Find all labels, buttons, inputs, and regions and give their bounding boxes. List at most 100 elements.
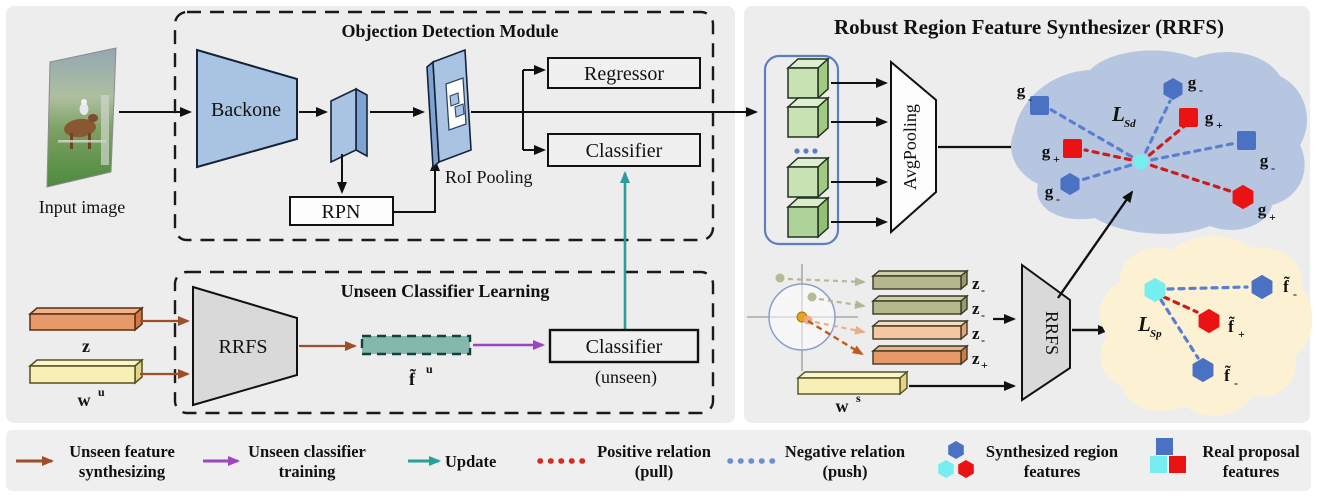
feature-map-slab [330,87,368,164]
g-label: g [1042,142,1051,161]
legend-item-label: (push) [823,462,868,481]
unseen-learning-box [173,270,715,415]
g-sub: - [1028,92,1032,106]
noise-sphere [747,264,858,371]
g-sub: + [1269,210,1276,224]
f-sub: - [1293,287,1297,301]
backbone-trapezoid [196,48,298,169]
unseen-classifier-box [548,328,700,364]
rpn-box [289,196,394,226]
f-label: f̃ [1228,316,1235,336]
unseen-note: (unseen) [595,367,657,388]
input-image-photo [46,47,117,188]
roi-pooling-label: RoI Pooling [445,167,533,187]
g-label: g [1045,182,1054,201]
legend-item-label: Update [445,452,496,471]
zbar-label: z [972,324,980,343]
z-label: z [82,336,90,356]
fu-sup: u [426,362,433,376]
input-image-label: Input image [39,197,125,217]
legend-item-label: Synthesized region [986,442,1118,461]
sp-relation-lines [1159,285,1249,360]
real-positive-square [1063,139,1082,158]
synthesizer-title: Robust Region Feature Synthesizer (RRFS) [834,15,1224,39]
region-features-container [763,54,840,246]
legend-item-label: Negative relation [785,442,905,461]
regressor-box [547,57,701,89]
loss-sd-sub: Sd [1124,118,1136,130]
regressor-label: Regressor [584,63,664,85]
zbar-label: z [972,299,980,318]
g-label: g [1258,200,1267,219]
zbar-label: z [972,349,980,368]
legend-item-label: features [1223,462,1280,481]
legend-real-squares [1150,438,1186,473]
zbar-label: z [972,274,980,293]
classifier-label: Classifier [586,140,663,162]
f-label: f̃ [1283,276,1290,296]
ws-label: w [836,396,849,416]
g-sub: + [1216,118,1223,132]
loss-sd-label: L [1111,102,1125,126]
legend-item-label: synthesizing [79,462,166,481]
zbar-sub: + [981,358,988,372]
fu-label: f̃ [409,368,416,389]
unseen-classifier-label: Classifier [586,336,663,358]
sp-point-labels: f̃- f̃+ f̃- [1224,276,1297,390]
sd-anchor-point [1133,154,1149,170]
g-sub: - [1056,192,1060,206]
f-sub: - [1234,376,1238,390]
real-positive-square [1179,108,1198,127]
loss-sp-label: L [1137,312,1151,336]
g-label: g [1205,108,1214,127]
loss-sp-sub: Sp [1150,328,1162,340]
zbar-sub: - [981,283,985,297]
legend-item-label: Unseen feature [69,442,175,461]
f-label: f̃ [1224,365,1231,385]
zbar-sub: - [981,333,985,347]
fu-feature-bar [360,334,472,356]
avgpooling-trapezoid [890,59,937,235]
rrfs-trapezoid-right [1021,263,1071,402]
noise-sample-arrows [775,273,866,356]
real-negative-square [1030,96,1049,115]
rrfs-left-label: RRFS [219,336,268,358]
unseen-learning-title: Unseen Classifier Learning [341,281,550,301]
zbar-sub: - [981,308,985,322]
g-sub: - [1199,83,1203,97]
wu-embedding-bar [27,358,145,385]
arrow-rrfs2-to-sd-blob [1057,190,1134,299]
rpn-label: RPN [322,201,361,223]
legend-item-label: training [279,462,337,481]
z-sample-bars [871,269,969,366]
ws-sup: s [856,391,861,405]
legend-item-label: features [1024,462,1081,481]
roi-pooling-slab [426,48,472,169]
g-label: g [1017,81,1026,100]
connector-rpn-to-roi [393,159,440,213]
g-label: g [1188,73,1197,92]
legend-item-label: Unseen classifier [248,442,366,461]
g-label: g [1260,151,1269,170]
g-sub: + [1053,152,1060,166]
classifier-box [547,133,701,167]
cubes-ellipsis-dots [794,148,818,154]
legend-item-label: (pull) [635,462,674,481]
backbone-label: Backone [211,99,281,121]
arrows-cubes-to-avgpooling [831,78,888,227]
f-sub: + [1238,327,1245,341]
rrfs-trapezoid-left [192,285,298,407]
detection-module-box [173,10,715,242]
rrfs-right-label: RRFS [1042,311,1062,355]
detection-module-title: Objection Detection Module [342,21,559,41]
legend-item-label: Positive relation [597,442,711,461]
wu-label: w [78,390,91,410]
z-noise-bar [27,306,145,332]
real-negative-square [1237,131,1256,150]
sd-points [1030,78,1256,210]
g-sub: - [1271,161,1275,175]
sd-relation-lines [1046,99,1238,194]
z-sample-labels: z- z- z- z+ [972,274,988,372]
